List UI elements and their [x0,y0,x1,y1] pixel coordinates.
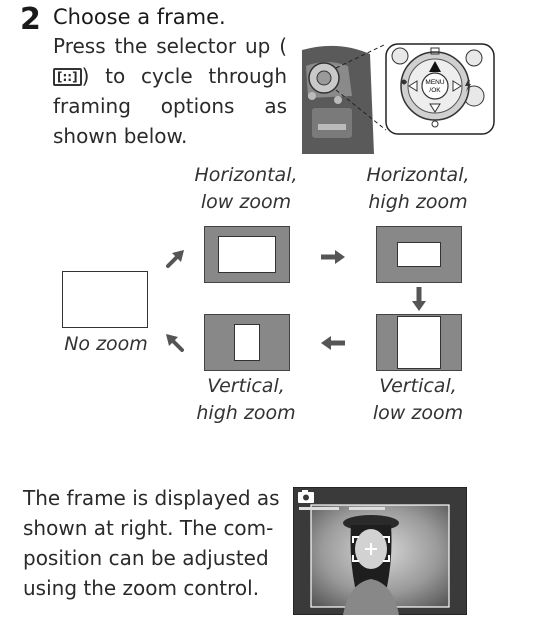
caption-line: Horizontal, [366,164,470,186]
caption-line: Vertical, [379,375,457,397]
selector-right-arrow [452,80,462,92]
frame-inner [218,236,276,273]
focus-frame-icon [352,536,390,562]
caption-vertical-high-zoom: Vertical, high zoom [186,373,306,427]
caption-line: low zoom [372,402,464,424]
frame-no-zoom [62,271,148,328]
frame-inner [234,324,260,361]
caption-horizontal-low-zoom: Horizontal, low zoom [186,162,306,216]
arrow-down-icon [412,287,426,311]
caption-line: Horizontal, [194,164,298,186]
camera-body [302,45,374,154]
timer-icon [431,120,439,128]
frame-inner [397,242,441,267]
leader-line [335,43,387,69]
frame-icon: [::] [53,68,82,86]
caption-line: low zoom [200,191,292,213]
lcd-viewfinder-illustration [293,487,467,615]
arrow-up-right-icon [166,250,184,268]
selector-left-arrow [408,80,418,92]
instructions-text-end: ) to cycle through framing options as sh… [53,64,287,148]
ok-label: /OK [429,87,441,94]
step-title: Choose a frame. [53,5,226,29]
camera-selector-illustration: MENU /OK [302,43,495,154]
arrow-left-icon [321,336,345,350]
caption-horizontal-high-zoom: Horizontal, high zoom [358,162,478,216]
arrow-right-icon [321,250,345,264]
zoom-indicator [349,507,385,510]
caption-line: high zoom [368,191,468,213]
menu-label: MENU [425,79,444,86]
caption-line: Vertical, [207,375,285,397]
frame-inner [397,316,441,369]
caption-vertical-low-zoom: Vertical, low zoom [358,373,478,427]
selector-closeup: MENU /OK [385,43,495,135]
flash-icon [465,80,471,92]
portrait-subject [343,515,399,615]
selector-down-arrow [429,103,441,113]
arrow-up-left-icon [166,334,184,352]
step-instructions: Press the selector up ([::]) to cycle th… [53,31,287,151]
leader-line [335,89,387,131]
caption-line: high zoom [196,402,296,424]
macro-icon [401,79,407,85]
frame-vertical-low-zoom [376,314,462,371]
frame-display-note: The frame is displayed as shown at right… [23,486,280,600]
instructions-text-start: Press the selector up ( [53,34,287,58]
caption-no-zoom: No zoom [64,333,148,355]
frame-horizontal-high-zoom [376,226,462,283]
step-number: 2 [20,2,41,37]
frame-icon [430,47,440,55]
frame-vertical-high-zoom [204,314,290,371]
camera-mode-icon [298,490,314,503]
zoom-indicator [299,507,339,510]
selector-up-arrow [429,61,441,72]
frame-horizontal-low-zoom [204,226,290,283]
menu-ok-button [421,72,449,100]
